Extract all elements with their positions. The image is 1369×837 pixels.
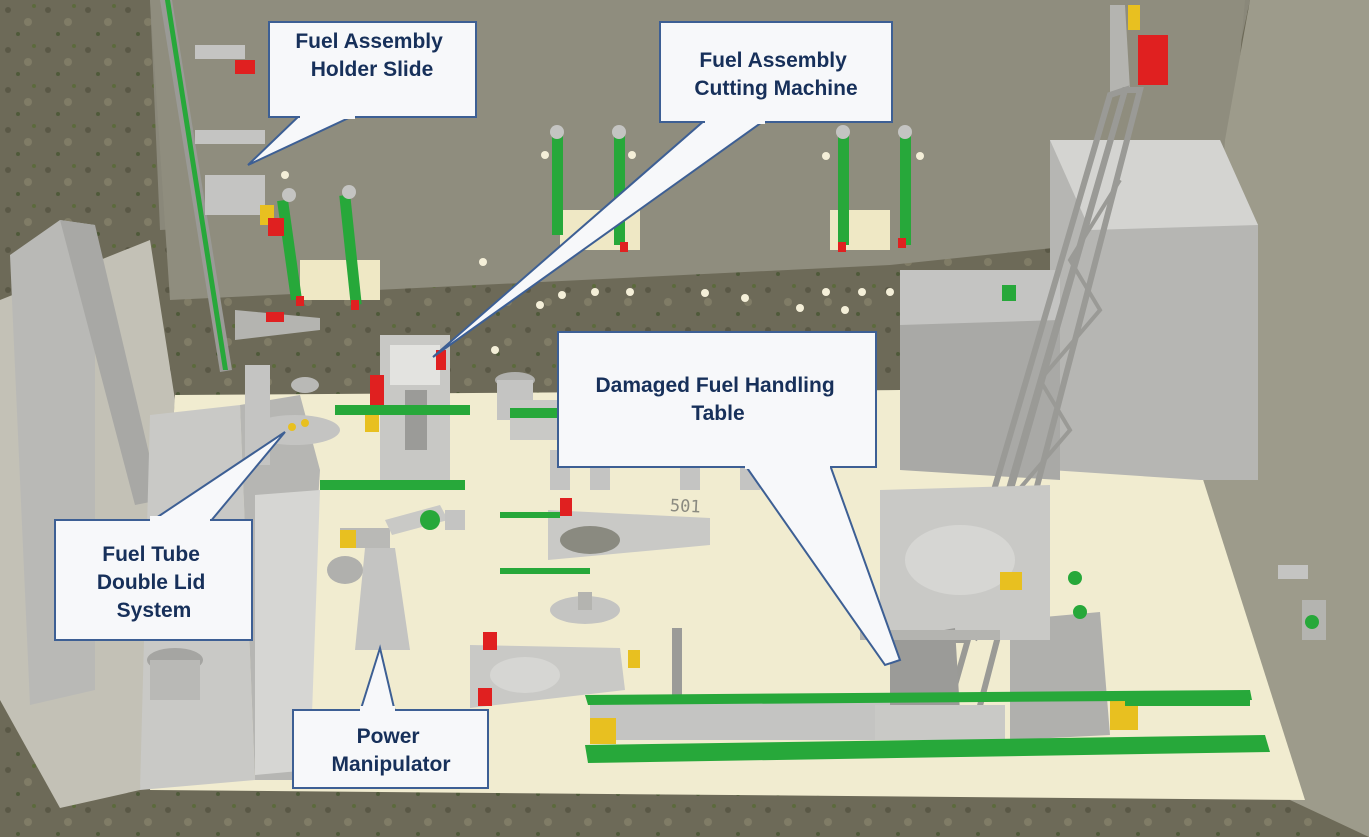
callout-cutting-machine: Fuel Assembly Cutting Machine <box>432 21 893 358</box>
cutting-machine <box>320 335 470 490</box>
svg-text:Fuel Tube Double Lid: Fuel Tube Double Lid System <box>97 543 211 622</box>
svg-text:Power Manipulator: Power Manipulator <box>332 725 451 776</box>
callout-holder-slide-line2: Holder Slide <box>311 58 434 81</box>
callout-power-manipulator: Power Manipulator <box>292 644 489 789</box>
handling-table-carriage <box>590 485 1138 744</box>
callout-handling-table: Damaged Fuel Handling Table <box>557 331 902 667</box>
power-manipulator <box>327 505 465 650</box>
callout-handling-table-line1: Damaged Fuel Handling <box>595 374 834 397</box>
callout-double-lid-line3: System <box>117 599 192 622</box>
holder-slide-rails <box>160 0 320 372</box>
svg-text:Fuel Assembly Cutting Ma: Fuel Assembly Cutting Machine <box>694 49 857 100</box>
callout-power-manipulator-line2: Manipulator <box>332 753 451 776</box>
callout-double-lid: Fuel Tube Double Lid System <box>54 431 286 641</box>
floor-alcove-3 <box>300 260 380 300</box>
callout-cutting-machine-line1: Fuel Assembly <box>699 49 847 72</box>
callout-double-lid-line2: Double Lid <box>97 571 206 594</box>
double-lid-pedestal <box>245 365 340 465</box>
svg-text:Damaged Fuel Handling Ta: Damaged Fuel Handling Table <box>595 374 840 425</box>
callout-handling-table-line2: Table <box>691 402 744 425</box>
svg-text:Fuel Assembly Holder Sli: Fuel Assembly Holder Slide <box>295 30 448 81</box>
callout-double-lid-line1: Fuel Tube <box>102 543 200 566</box>
callout-holder-slide-line1: Fuel Assembly <box>295 30 443 53</box>
right-wall-manipulator <box>1278 565 1326 640</box>
floor-rails <box>585 690 1270 763</box>
callout-holder-slide: Fuel Assembly Holder Slide <box>247 21 477 166</box>
wall-penetrations <box>281 151 924 354</box>
callout-power-manipulator-line1: Power <box>357 725 420 748</box>
through-wall-manipulators <box>277 125 912 310</box>
floor-marking: 501 <box>669 496 701 518</box>
callout-cutting-machine-line2: Cutting Machine <box>694 77 857 100</box>
transfer-plates <box>470 498 710 723</box>
